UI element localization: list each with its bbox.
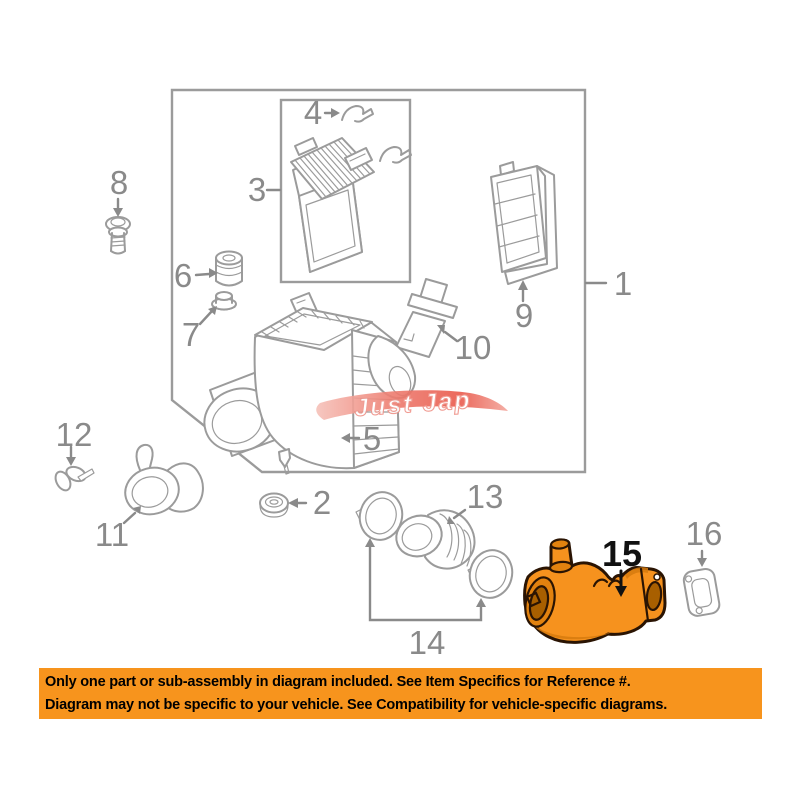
part-label-8: 8 xyxy=(110,164,128,201)
outer-assembly-box xyxy=(170,88,587,474)
part-8-bolt xyxy=(105,216,131,255)
part-label-12: 12 xyxy=(56,416,93,453)
part-16-gasket xyxy=(682,567,721,617)
part-label-15-highlighted: 15 xyxy=(602,533,642,574)
part-12-clip xyxy=(54,465,95,492)
part-label-11: 11 xyxy=(95,516,129,553)
part-label-10: 10 xyxy=(455,329,492,366)
part-7-grommet xyxy=(211,291,237,311)
part-label-3: 3 xyxy=(248,171,266,208)
part-6-mount-insulator xyxy=(215,250,243,287)
disclaimer-banner: Only one part or sub-assembly in diagram… xyxy=(39,668,762,719)
part-14-hose-clamp-left xyxy=(355,491,404,541)
part-11-intake-duct xyxy=(124,443,204,516)
part-13-bellows-hose xyxy=(395,509,476,570)
part-label-16: 16 xyxy=(686,515,723,552)
part-label-13: 13 xyxy=(467,478,504,515)
part-5-air-cleaner-housing xyxy=(203,292,417,475)
rim-hatching xyxy=(261,310,365,338)
part-label-7: 7 xyxy=(182,316,200,353)
part-label-1: 1 xyxy=(614,265,632,302)
part-label-4: 4 xyxy=(304,94,322,131)
part-label-2: 2 xyxy=(313,484,331,521)
part-4-spring-clip-b xyxy=(379,146,412,164)
disclaimer-line-2: Diagram may not be specific to your vehi… xyxy=(45,696,668,713)
watermark-swoosh xyxy=(316,390,508,420)
reference-labels: 1 2 3 4 5 6 7 8 9 10 11 12 13 14 15 16 xyxy=(56,94,723,661)
part-2-grommet xyxy=(259,492,289,518)
part-label-6: 6 xyxy=(174,257,192,294)
part-4-spring-clip-a xyxy=(341,105,374,123)
part-14-hose-clamp-right xyxy=(467,549,514,599)
part-10-sensor xyxy=(395,278,458,358)
part-label-14: 14 xyxy=(409,624,446,661)
disclaimer-line-1: Only one part or sub-assembly in diagram… xyxy=(45,673,631,690)
watermark-logo: Just Jap xyxy=(316,385,508,423)
part-15-highlighted-inlet-tube xyxy=(523,538,667,644)
part-3-air-cleaner-cover xyxy=(290,137,375,273)
part-9-air-filter xyxy=(490,161,558,285)
inner-sub-box xyxy=(279,98,412,284)
part-label-5: 5 xyxy=(363,420,381,457)
part-label-9: 9 xyxy=(515,297,533,334)
